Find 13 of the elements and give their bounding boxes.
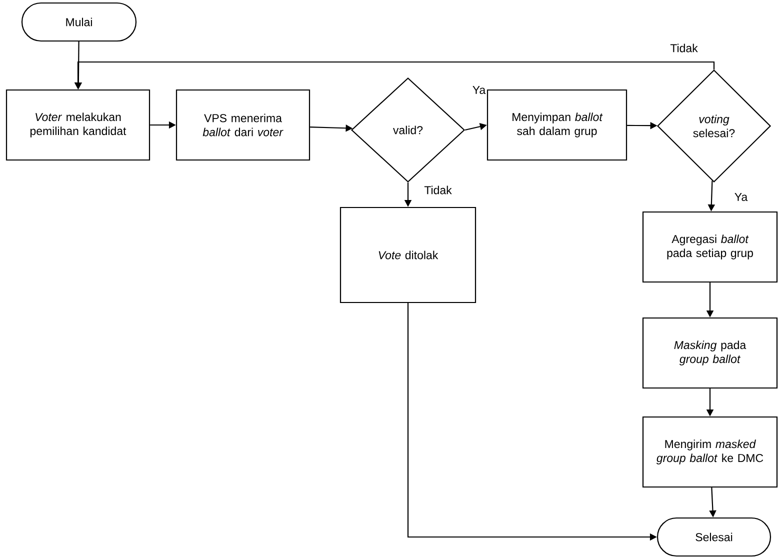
edge-label: Ya <box>733 192 749 202</box>
edge-label: Tidak <box>423 184 453 196</box>
process-box: Vote ditolak <box>340 206 476 304</box>
process-box: Mengirim masked group ballot ke DMC <box>642 416 778 488</box>
process-box: Voter melakukan pemilihan kandidat <box>6 89 150 161</box>
process-box: Masking pada group ballot <box>642 317 778 389</box>
terminal-node: Selesai <box>656 517 772 557</box>
edge-label: Ya <box>471 85 487 96</box>
edge-label: Tidak <box>669 42 699 54</box>
process-box: VPS menerima ballot dari voter <box>176 89 310 161</box>
process-box: Agregasi ballot pada setiap grup <box>642 211 778 283</box>
process-box: Menyimpan ballot sah dalam grup <box>486 89 628 161</box>
terminal-node: Mulai <box>21 2 137 42</box>
